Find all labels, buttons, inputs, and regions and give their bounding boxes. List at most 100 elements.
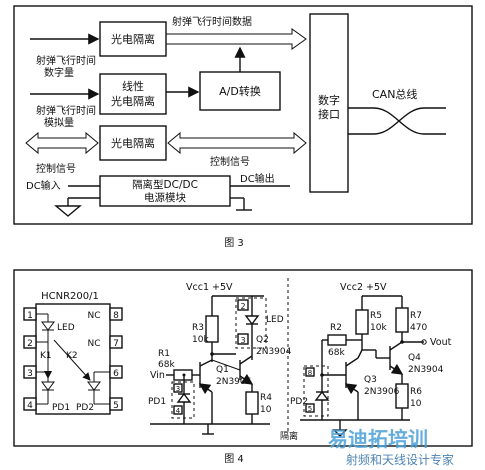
pd1-optocoupler-dashed: [171, 381, 195, 419]
vcc2-label: Vcc2 +5V: [340, 282, 387, 293]
pd1-pin-4: 4: [176, 407, 181, 415]
can-bus-label: CAN总线: [372, 87, 417, 101]
flight-analog-label-1: 射弹飞行时间: [36, 104, 96, 117]
linear-optical-block: [99, 73, 167, 115]
vout-label: Vout: [430, 337, 452, 348]
q4-label: Q4: [408, 353, 421, 363]
r2-resistor: [327, 334, 347, 346]
nc-label-1: NC: [87, 311, 100, 321]
watermark-main: 易迪拓培训: [328, 427, 428, 451]
control-signal-left-label: 控制信号: [36, 162, 76, 175]
arrow-control-left: [25, 131, 99, 155]
digital-interface-block: [309, 13, 349, 193]
fig3-caption: 图 3: [224, 237, 244, 249]
k2-label: K2: [66, 351, 78, 361]
control-signal-right-label: 控制信号: [210, 155, 250, 168]
r5-label: R5: [370, 311, 382, 321]
fig4-caption: 图 4: [224, 453, 244, 465]
led-pin-2: 2: [240, 302, 245, 311]
pd1-label-2: PD1: [148, 397, 166, 407]
r4-label: R4: [260, 393, 272, 403]
pd2-pin-8: 8: [308, 369, 312, 377]
arrow-flight-data-bus: [165, 28, 307, 50]
r5-value: 10k: [370, 323, 387, 333]
led-label-2: LED: [266, 315, 284, 325]
r7-value: 470: [410, 323, 427, 333]
r7-label: R7: [410, 311, 422, 321]
flight-digital-label-1: 射弹飞行时间: [36, 54, 96, 67]
r3-value: 10k: [192, 335, 209, 345]
pin-3: 3: [27, 369, 33, 379]
flight-digital-label-2: 数字量: [44, 66, 74, 79]
q3-label: Q3: [364, 375, 377, 385]
optical-isolation-block-2: [99, 125, 167, 161]
pd2-label-2: PD2: [290, 397, 308, 407]
pd2-pin-5: 5: [308, 405, 312, 413]
pd1-pin-3: 3: [176, 385, 180, 393]
digital-interface-label-1: 数字: [318, 93, 340, 107]
q1-value: 2N3906: [216, 377, 252, 387]
vout-terminal: [421, 339, 427, 345]
digital-interface-label-2: 接口: [318, 108, 340, 121]
optical-isolation-label-1: 光电隔离: [111, 32, 155, 46]
r7-resistor: [395, 307, 409, 333]
linear-label-1: 线性: [122, 79, 144, 93]
dc-out-label: DC输出: [240, 172, 275, 185]
r5-resistor: [355, 309, 369, 335]
k1-label: K1: [40, 351, 52, 361]
dcdc-label-2: 电源模块: [144, 191, 186, 204]
q4-value: 2N3904: [408, 365, 444, 375]
watermark-sub: 射频和天线设计专家: [346, 452, 454, 467]
q2-value: 2N3904: [256, 347, 292, 357]
linear-label-2: 光电隔离: [111, 94, 155, 108]
pin-5: 5: [113, 401, 119, 411]
ad-converter-block: [199, 71, 281, 111]
watermark: 易迪拓培训 射频和天线设计专家: [328, 427, 454, 467]
q3-value: 2N3906: [364, 387, 400, 397]
vin-label: Vin: [150, 370, 165, 381]
ground-icon-right: [332, 429, 348, 437]
r3-label: R3: [192, 323, 204, 333]
can-bus-wire-b: [373, 107, 425, 135]
r2-value: 68k: [328, 348, 345, 358]
pin-8: 8: [113, 311, 119, 321]
ad-converter-label: A/D转换: [219, 84, 261, 98]
optical-isolation-block-1: [99, 21, 167, 57]
optical-isolation-label-2: 光电隔离: [111, 136, 155, 150]
nc-label-2: NC: [87, 339, 100, 349]
r1-value: 68k: [158, 360, 175, 370]
pin-6: 6: [113, 369, 119, 379]
r6-label: R6: [410, 387, 422, 397]
dc-in-label: DC输入: [26, 179, 61, 192]
q1-label: Q1: [216, 365, 229, 375]
r1-label: R1: [158, 349, 170, 359]
flight-time-data-label: 射弹飞行时间数据: [172, 15, 252, 28]
dcdc-label-1: 隔离型DC/DC: [132, 178, 198, 191]
led-diode-icon: [41, 321, 55, 331]
pd1-label: PD1: [52, 403, 70, 413]
pin-7: 7: [113, 339, 119, 349]
led-optocoupler-dashed: [235, 297, 267, 349]
flight-analog-label-2: 模拟量: [44, 116, 74, 129]
figure-3: 光电隔离 线性 光电隔离 A/D转换 光电隔离 隔离型DC/DC 电源模块 数字…: [13, 5, 473, 225]
vcc1-label: Vcc1 +5V: [186, 282, 233, 293]
pin-2: 2: [27, 339, 33, 349]
led-pin-3: 3: [240, 336, 245, 345]
pd2-label: PD2: [76, 403, 94, 413]
pin-1: 1: [27, 311, 33, 321]
arrow-control-right: [167, 131, 307, 155]
r6-value: 10: [410, 399, 422, 409]
led-icon-2: [244, 315, 260, 326]
r4-value: 10: [260, 405, 272, 415]
figure-4: HCNR200/1 1 2 3 4 8 7 6 5 NC NC LED K1 K…: [13, 269, 473, 447]
pd2-optocoupler-dashed: [303, 365, 329, 417]
led-label: LED: [57, 323, 75, 333]
r2-label: R2: [330, 323, 342, 333]
isolation-label: 隔离: [280, 430, 298, 442]
q2-label: Q2: [256, 335, 269, 345]
pin-4: 4: [27, 401, 33, 411]
r4-resistor: [245, 391, 259, 415]
dcdc-block: [99, 175, 231, 207]
